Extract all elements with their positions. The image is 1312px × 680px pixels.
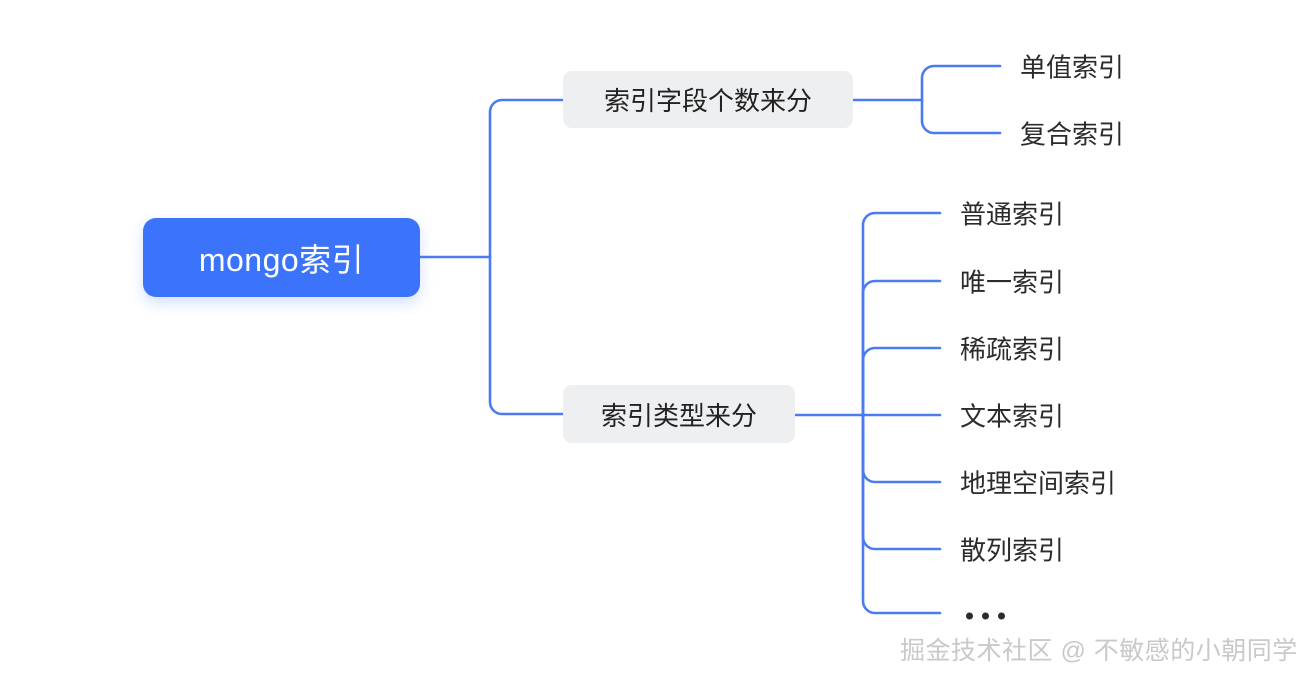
leaf-node-ellipsis[interactable] xyxy=(966,612,1005,620)
leaf-node-single-field-index[interactable]: 单值索引 xyxy=(1020,52,1125,83)
branch-node-index-field-count[interactable]: 索引字段个数来分 xyxy=(563,71,853,128)
watermark-text: 掘金技术社区 @ 不敏感的小朝同学 xyxy=(900,637,1298,665)
leaf-node-geospatial-index[interactable]: 地理空间索引 xyxy=(960,468,1117,499)
ellipsis-dot-icon xyxy=(998,612,1005,620)
edge-branch-1-leaf-2 xyxy=(861,346,942,417)
branch-node-label: 索引类型来分 xyxy=(600,400,757,431)
root-node-label: mongo索引 xyxy=(198,241,365,278)
edge-branch-0-leaf-1 xyxy=(920,98,1002,135)
ellipsis-dot-icon xyxy=(982,612,989,620)
edge-branch-1-leaf-1 xyxy=(861,279,942,417)
leaf-node-normal-index[interactable]: 普通索引 xyxy=(960,199,1065,230)
leaf-node-compound-index[interactable]: 复合索引 xyxy=(1020,119,1125,150)
edge-branch-1-leaf-0 xyxy=(861,211,942,417)
branch-node-label: 索引字段个数来分 xyxy=(603,86,812,116)
edge-branch-0-leaf-0 xyxy=(920,64,1002,102)
leaf-node-text-index[interactable]: 文本索引 xyxy=(960,401,1065,432)
edge-root-to-branch-0 xyxy=(488,98,565,259)
root-node[interactable]: mongo索引 xyxy=(143,218,420,297)
branch-node-index-type[interactable]: 索引类型来分 xyxy=(563,385,795,443)
leaf-node-unique-index[interactable]: 唯一索引 xyxy=(960,267,1065,298)
leaf-node-sparse-index[interactable]: 稀疏索引 xyxy=(960,334,1065,365)
edge-root-to-branch-1 xyxy=(488,255,565,416)
leaf-node-hashed-index[interactable]: 散列索引 xyxy=(960,535,1065,566)
ellipsis-dot-icon xyxy=(966,612,973,620)
edge-branch-1-leaf-4 xyxy=(861,413,942,484)
edge-branch-1-leaf-5 xyxy=(861,413,942,551)
edge-branch-1-leaf-6 xyxy=(861,413,942,615)
